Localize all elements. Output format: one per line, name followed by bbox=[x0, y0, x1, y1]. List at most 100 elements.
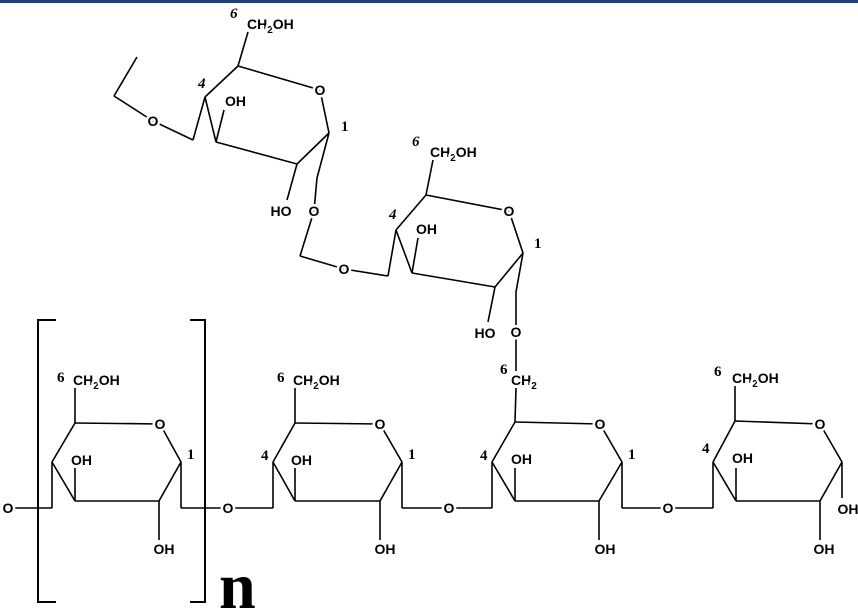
bond bbox=[74, 422, 161, 425]
locant-6: 6 bbox=[230, 6, 238, 22]
ring-oxygen: O bbox=[315, 82, 326, 98]
ch2oh-label: CH2OH bbox=[732, 370, 779, 390]
glycosidic-oxygen: O bbox=[444, 500, 455, 516]
bond bbox=[491, 421, 516, 463]
bond bbox=[395, 194, 427, 231]
bond bbox=[159, 423, 182, 463]
glycosidic-oxygen: O bbox=[223, 500, 234, 516]
bond bbox=[294, 422, 381, 425]
ch2oh-label: CH2OH bbox=[247, 16, 294, 36]
bond bbox=[215, 141, 298, 165]
bond bbox=[411, 237, 419, 274]
locant-6: 6 bbox=[57, 370, 65, 386]
locant-6: 6 bbox=[714, 364, 722, 380]
bond bbox=[491, 461, 516, 502]
bond bbox=[387, 229, 397, 277]
bond bbox=[272, 422, 296, 463]
bond bbox=[51, 422, 76, 463]
locant-1: 1 bbox=[534, 236, 542, 252]
bond bbox=[734, 420, 821, 425]
bond bbox=[425, 159, 434, 196]
hydroxyl-label: OH bbox=[291, 452, 312, 468]
bonds bbox=[8, 31, 843, 540]
ch2-label: CH2 bbox=[511, 372, 537, 392]
bond bbox=[296, 132, 330, 165]
hydroxyl-label: OH bbox=[595, 541, 616, 557]
locant-1: 1 bbox=[628, 447, 636, 463]
bond bbox=[299, 255, 345, 270]
locant-4: 4 bbox=[480, 448, 488, 464]
bond bbox=[192, 96, 206, 141]
hydroxyl-label: HO bbox=[475, 325, 496, 341]
ch2oh-label: CH2OH bbox=[73, 372, 120, 392]
locant-1: 1 bbox=[187, 447, 195, 463]
locant-6: 6 bbox=[500, 362, 508, 378]
bond bbox=[819, 423, 843, 463]
atom-labels: 6 CH2OH 4 O 1 OH O HO O O 6 CH2OH 4 O 1 … bbox=[0, 6, 858, 613]
bond bbox=[411, 272, 496, 288]
bond bbox=[158, 461, 182, 502]
locant-1: 1 bbox=[341, 119, 349, 135]
bond bbox=[313, 177, 318, 212]
bond bbox=[343, 268, 389, 277]
right-bracket bbox=[190, 319, 206, 603]
bond bbox=[494, 252, 524, 288]
locant-4: 4 bbox=[388, 207, 397, 223]
hydroxyl-label: OH bbox=[416, 221, 437, 237]
bond bbox=[204, 96, 217, 143]
ether-oxygen: O bbox=[148, 113, 159, 129]
ch2oh-label: CH2OH bbox=[293, 372, 340, 392]
bond bbox=[215, 109, 225, 143]
bond bbox=[299, 210, 315, 257]
ring-oxygen: O bbox=[815, 416, 826, 432]
hydroxyl-label: OH bbox=[225, 93, 246, 109]
glycosidic-oxygen: O bbox=[339, 261, 350, 277]
top-border-bar bbox=[0, 0, 858, 3]
bond bbox=[712, 461, 737, 502]
bond bbox=[819, 461, 843, 502]
bond bbox=[425, 194, 510, 212]
bond bbox=[712, 420, 736, 463]
ring-oxygen: O bbox=[375, 416, 386, 432]
bond bbox=[51, 461, 76, 502]
bond bbox=[599, 423, 623, 463]
glycosidic-oxygen: O bbox=[511, 324, 522, 340]
hydroxyl-label: OH bbox=[732, 450, 753, 466]
bond bbox=[395, 229, 413, 274]
hydroxyl-label: HO bbox=[271, 203, 292, 219]
hydroxyl-label: OH bbox=[154, 541, 175, 557]
hydroxyl-label: OH bbox=[71, 452, 92, 468]
bond bbox=[152, 120, 194, 141]
ch2oh-label: CH2OH bbox=[430, 144, 477, 164]
locant-6: 6 bbox=[277, 370, 285, 386]
hydroxyl-label: OH bbox=[814, 541, 835, 557]
locant-4: 4 bbox=[702, 441, 710, 457]
bond bbox=[272, 461, 296, 502]
hydroxyl-label: OH bbox=[375, 541, 396, 557]
ring-oxygen: O bbox=[595, 416, 606, 432]
locant-6: 6 bbox=[412, 134, 420, 150]
locant-4: 4 bbox=[261, 448, 269, 464]
bond bbox=[316, 132, 330, 179]
terminal-oxygen: O bbox=[3, 500, 14, 516]
bond bbox=[286, 163, 298, 201]
locant-4: 4 bbox=[197, 76, 206, 92]
bond bbox=[514, 387, 517, 423]
bond bbox=[379, 461, 403, 502]
bond bbox=[204, 65, 239, 98]
bond bbox=[237, 65, 321, 91]
bond bbox=[319, 89, 330, 134]
glycosidic-oxygen: O bbox=[309, 203, 320, 219]
bond bbox=[508, 210, 524, 254]
bond bbox=[237, 31, 249, 67]
bond bbox=[113, 56, 138, 97]
hydroxyl-label: OH bbox=[838, 501, 858, 517]
left-bracket bbox=[37, 319, 56, 603]
bond bbox=[515, 252, 524, 293]
glycosidic-oxygen: O bbox=[663, 500, 674, 516]
bond bbox=[113, 95, 154, 122]
repeat-index-n: n bbox=[219, 550, 256, 613]
bond bbox=[514, 421, 601, 425]
locant-1: 1 bbox=[408, 447, 416, 463]
